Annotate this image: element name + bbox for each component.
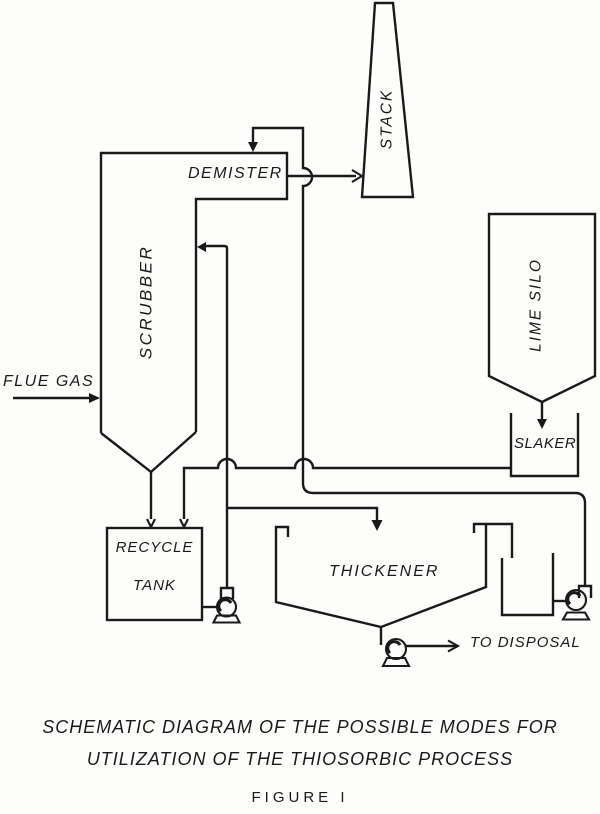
flow-arrow-icon [179,518,189,530]
recycle-tank-vessel [105,526,204,622]
flow-arrow-icon [146,518,156,530]
thickener-vessel [274,522,514,629]
spray-nozzle-icon [197,242,206,252]
recycle-pump [202,586,242,624]
flow-arrow-icon [89,393,100,403]
recycle-tank-label-line1: RECYCLE [115,539,194,556]
slaker-vessel [509,413,580,478]
slaker-label: SLAKER [514,435,577,452]
overflow-launder-pipe [472,522,514,558]
caption-title-line2: UTILIZATION OF THE THIOSORBIC PROCESS [86,749,514,769]
overflow-pump [553,584,593,621]
recycle-tank-label-line2: TANK [133,577,176,594]
lime-silo-vessel [487,212,597,429]
underflow-pump [379,627,461,668]
flow-arrow-icon [447,639,461,653]
caption-title-line1: SCHEMATIC DIAGRAM OF THE POSSIBLE MODES … [42,717,558,737]
to-disposal-label: TO DISPOSAL [470,634,581,651]
overflow-sump-vessel [500,553,555,617]
scrubber-vessel [99,151,289,530]
wash-water-pipe [248,126,587,586]
thickener-label: THICKENER [329,563,440,580]
flow-arrow-icon [351,169,365,183]
flow-arrow-icon [371,520,383,531]
flow-arrow-icon [248,142,258,152]
figure-number-label: FIGURE I [251,789,349,806]
recycle-pipe [197,242,229,588]
lime-silo-label: LIME SILO [527,258,545,352]
demister-label: DEMISTER [188,165,283,182]
pump-base [211,614,242,624]
stack-vessel [360,1,415,199]
flow-arrow-icon [537,419,547,429]
stack-label: STACK [378,88,396,150]
flue-gas-line [13,393,100,403]
pump-base [561,611,591,621]
flue-gas-label: FLUE GAS [3,373,95,390]
pump-base [381,656,411,668]
thickener-feed-pipe [227,506,383,531]
scrubber-label: SCRUBBER [136,244,156,360]
demister-outlet-pipe [287,169,365,183]
